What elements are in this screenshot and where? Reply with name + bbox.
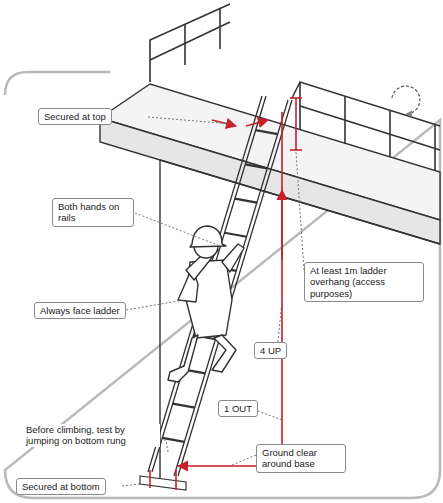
callout-text: Secured at bottom: [22, 481, 100, 492]
ladder-rail: [178, 100, 292, 476]
platform: [100, 84, 440, 244]
climber: [168, 226, 244, 382]
note-text: Before climbing, test by jumping on bott…: [24, 424, 160, 447]
callout-box: Secured at top: [38, 108, 112, 125]
ladder-rung: [256, 130, 278, 134]
gate-swing-arrow: [392, 86, 420, 114]
callout-box: 1 OUT: [218, 400, 258, 417]
callout-text: Secured at top: [44, 111, 106, 122]
ratio-lines: [150, 98, 302, 490]
callout-text: Both hands on rails: [58, 201, 128, 224]
ladder-rail: [174, 100, 288, 476]
frame: [5, 72, 440, 498]
front-railing: [292, 82, 440, 171]
ladder-rung: [245, 164, 267, 168]
callout-box: Both hands on rails: [52, 198, 134, 227]
callout-text: At least 1m ladder overhang (access purp…: [310, 265, 418, 299]
ladder-rail: [152, 96, 266, 472]
callout-text: 4 UP: [260, 345, 281, 356]
callout-text: Always face ladder: [40, 305, 120, 316]
ladder-foot: [140, 476, 186, 490]
callout-box: Ground clear around base: [256, 444, 346, 473]
ladder: [140, 96, 292, 490]
ladder-rung: [235, 199, 257, 203]
callout-box: 4 UP: [254, 342, 287, 359]
callout-box: Secured at bottom: [16, 478, 106, 495]
ladder-rail: [148, 96, 262, 472]
ladder-rung: [173, 404, 195, 408]
callout-box: At least 1m ladder overhang (access purp…: [304, 262, 424, 302]
callout-text: 1 OUT: [224, 403, 252, 414]
callout-text: Ground clear around base: [262, 447, 340, 470]
ladder-rung: [225, 233, 247, 237]
callout-box: Always face ladder: [34, 302, 126, 319]
back-railing: [150, 4, 230, 82]
